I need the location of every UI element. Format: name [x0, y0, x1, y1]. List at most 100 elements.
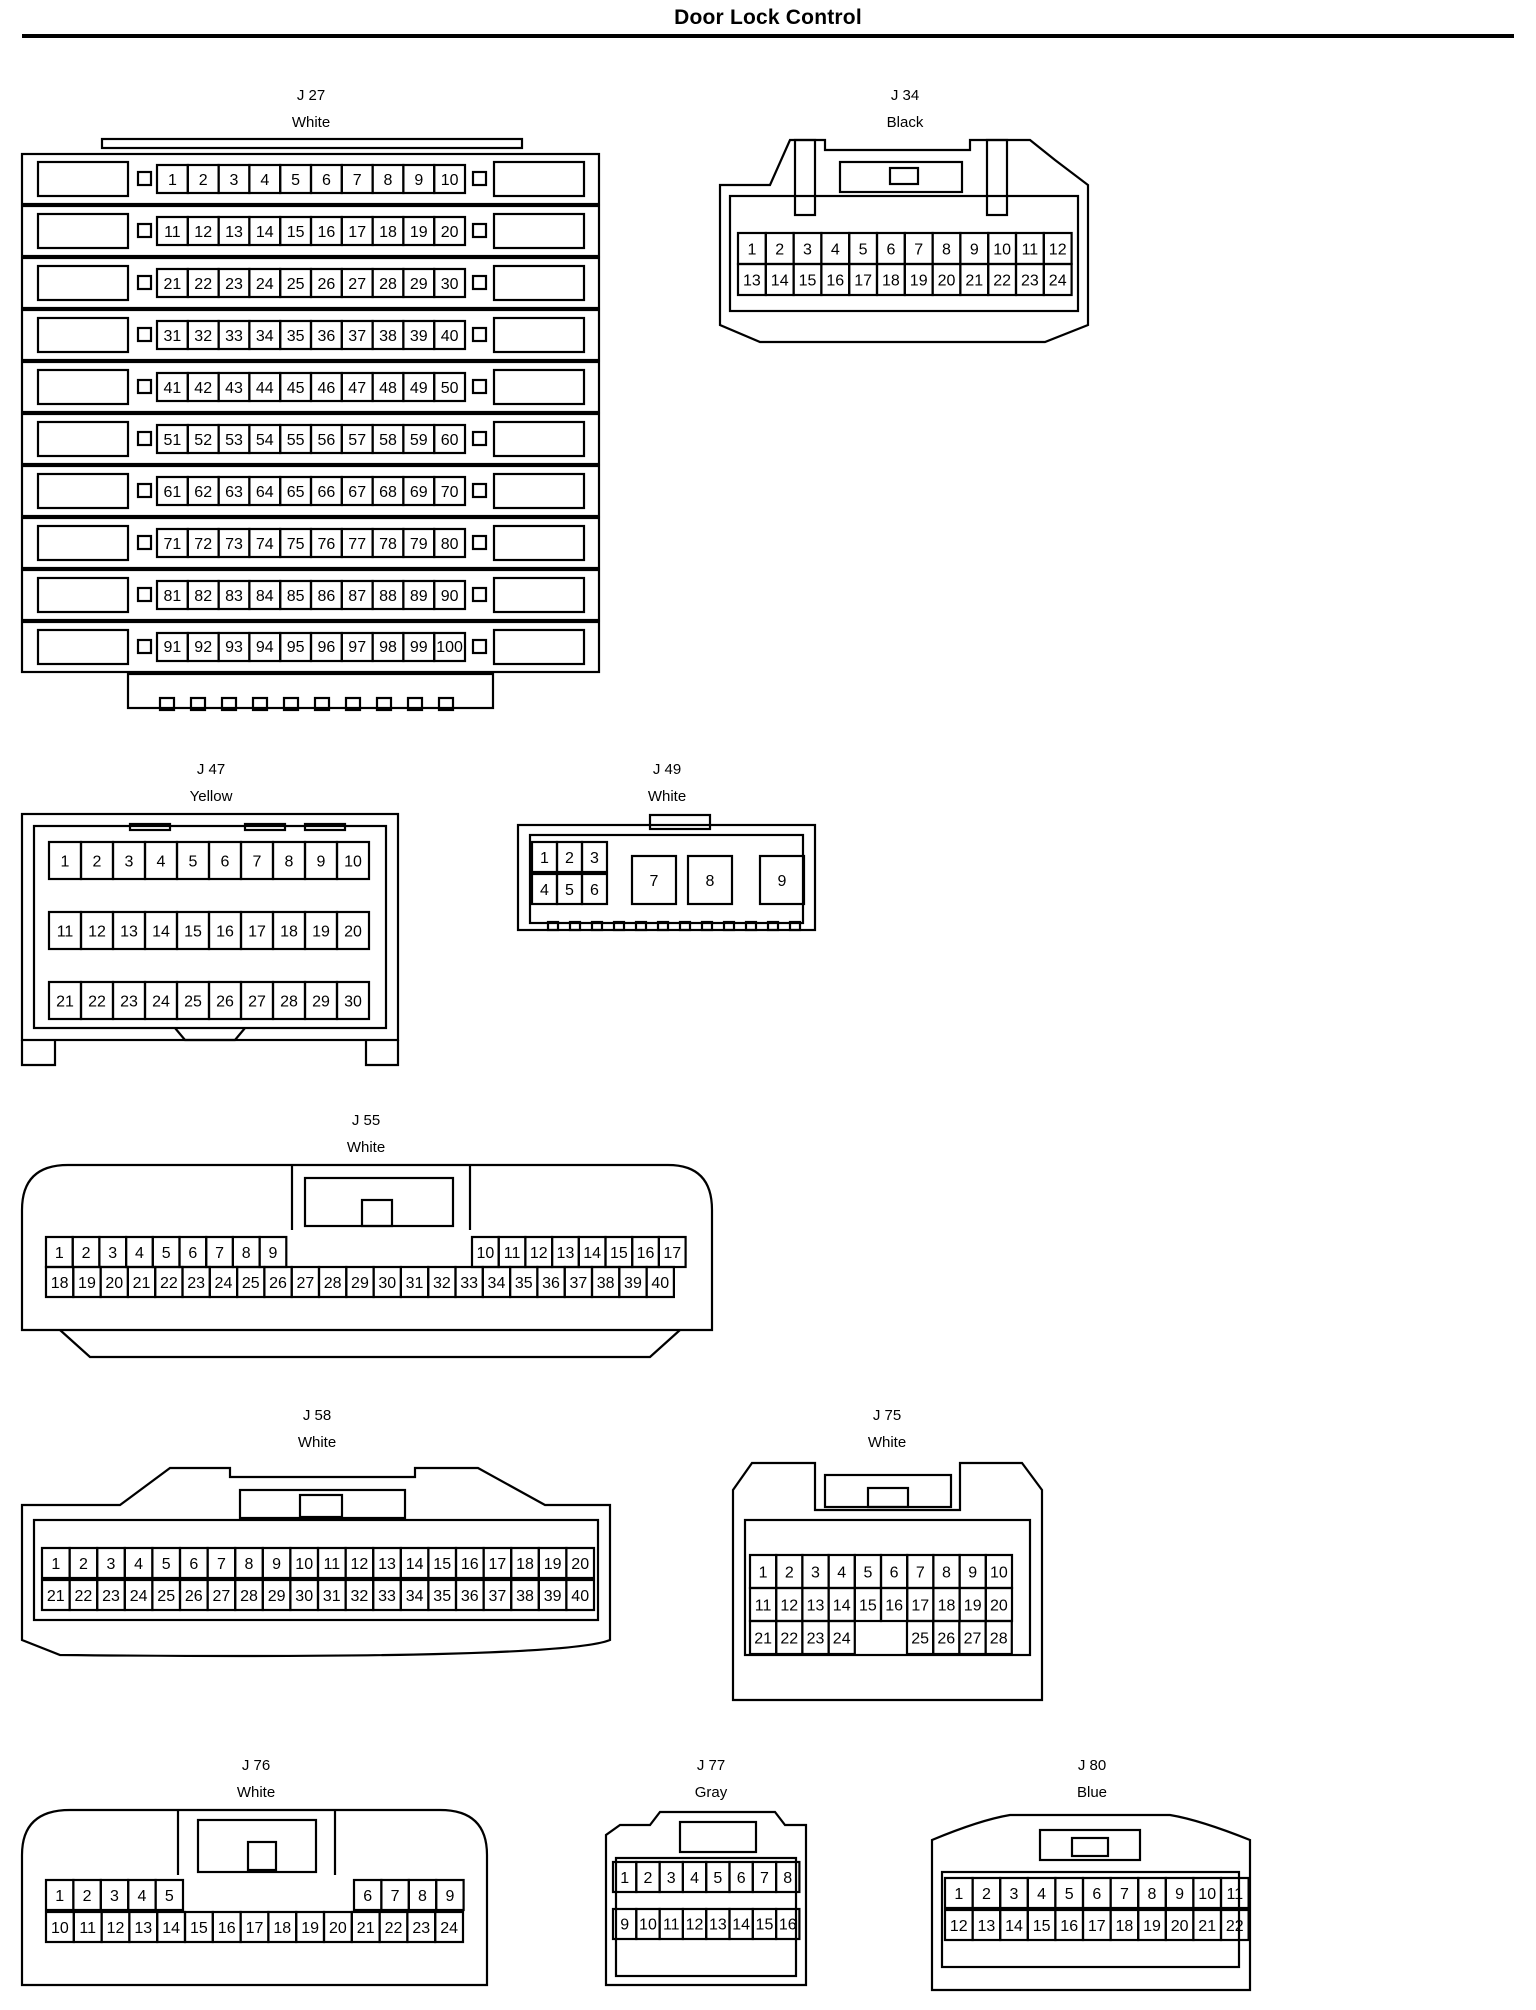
pin-number: 23: [187, 1275, 205, 1292]
pin-number: 74: [256, 536, 274, 553]
pin-number: 2: [565, 850, 574, 867]
pin-number: 6: [1092, 1886, 1101, 1903]
pin-number: 82: [194, 588, 212, 605]
pin-number: 10: [295, 1556, 313, 1573]
pin-cavity: [433, 423, 467, 455]
pin-number: 20: [571, 1556, 589, 1573]
pin-number: 1: [55, 1245, 64, 1262]
pin-number: 64: [256, 484, 274, 501]
top-rib: [243, 822, 287, 832]
pin-number: 12: [780, 1597, 798, 1614]
pin-number: 2: [82, 1245, 91, 1262]
pin-number: 29: [351, 1275, 369, 1292]
row-key: [471, 170, 488, 187]
pin-number: 27: [348, 276, 366, 293]
pin-number: 7: [215, 1245, 224, 1262]
lock-tab: [866, 1486, 910, 1509]
connector-label-j58: J 58 White: [217, 1402, 417, 1456]
pin-number: 61: [164, 484, 182, 501]
pin-number: 8: [245, 1556, 254, 1573]
pin-number: 2: [199, 172, 208, 189]
pin-number: 16: [218, 1920, 236, 1937]
pin-number: 3: [590, 850, 599, 867]
row-key: [136, 534, 153, 551]
bottom-tooth: [678, 920, 692, 932]
connector-label-j27: J 27 White: [211, 82, 411, 136]
pin-cavity: [433, 475, 467, 507]
pin-number: 6: [886, 241, 895, 258]
pin-number: 13: [378, 1556, 396, 1573]
pin-number: 7: [760, 1870, 769, 1887]
connector-label-j77: J 77 Gray: [611, 1752, 811, 1806]
pin-number: 10: [51, 1920, 69, 1937]
pin-number: 43: [225, 380, 243, 397]
pin-number: 10: [441, 172, 459, 189]
pin-cavity: [565, 1546, 596, 1580]
pin-number: 16: [461, 1556, 479, 1573]
pin-number: 33: [225, 328, 243, 345]
pin-number: 75: [287, 536, 305, 553]
pin-number: 28: [324, 1275, 342, 1292]
pin-number: 14: [1005, 1918, 1023, 1935]
pin-number: 12: [88, 923, 106, 940]
pin-number: 21: [133, 1275, 151, 1292]
pin-number: 27: [248, 993, 266, 1010]
pin-number: 22: [194, 276, 212, 293]
lock-tab: [648, 813, 712, 831]
pin-number: 22: [780, 1630, 798, 1647]
pin-number: 94: [256, 639, 274, 656]
pin-number: 60: [441, 432, 459, 449]
row-key: [136, 274, 153, 291]
pin-number: 12: [950, 1918, 968, 1935]
pin-number: 2: [79, 1556, 88, 1573]
bottom-tooth: [590, 920, 604, 932]
pin-number: 92: [194, 639, 212, 656]
connector-color: White: [291, 114, 331, 131]
pin-number: 27: [296, 1275, 314, 1292]
pin-number: 26: [318, 276, 336, 293]
bottom-tooth: [313, 696, 331, 712]
pin-number: 9: [1175, 1886, 1184, 1903]
pin-number: 34: [256, 328, 274, 345]
pin-number: 21: [164, 276, 182, 293]
pin-number: 11: [57, 923, 74, 940]
row-key: [136, 638, 153, 655]
outline: [731, 1461, 1044, 1702]
pin-number: 3: [125, 853, 134, 870]
pin-number: 4: [690, 1870, 699, 1887]
row-key: [471, 534, 488, 551]
pin-number: 13: [557, 1245, 575, 1262]
pin-number: 36: [461, 1588, 479, 1605]
pin-cavity: [686, 854, 734, 906]
pin-number: 86: [318, 588, 336, 605]
pin-number: 2: [775, 241, 784, 258]
pin-number: 5: [713, 1870, 722, 1887]
pin-number: 13: [709, 1916, 727, 1933]
row-latch: [492, 524, 586, 562]
pin-cavity: [433, 371, 467, 403]
bottom-tooth: [766, 920, 780, 932]
row-latch: [492, 368, 586, 406]
connector-color: Blue: [1076, 1784, 1108, 1801]
bottom-tooth: [700, 920, 714, 932]
pin-number: 18: [51, 1275, 69, 1292]
pin-number: 20: [105, 1275, 123, 1292]
pin-number: 14: [406, 1556, 424, 1573]
inner-frame: [743, 1518, 1032, 1657]
pin-number: 9: [268, 1245, 277, 1262]
pin-number: 24: [440, 1920, 458, 1937]
pin-number: 9: [414, 172, 423, 189]
row-housing: [20, 568, 601, 622]
pin-number: 18: [938, 1597, 956, 1614]
bottom-tooth: [344, 696, 362, 712]
row-latch: [36, 420, 130, 458]
row-housing: [20, 204, 601, 258]
pin-number: 1: [747, 241, 756, 258]
pin-number: 10: [476, 1245, 494, 1262]
pin-number: 21: [754, 1630, 772, 1647]
pin-cavity: [335, 910, 371, 951]
